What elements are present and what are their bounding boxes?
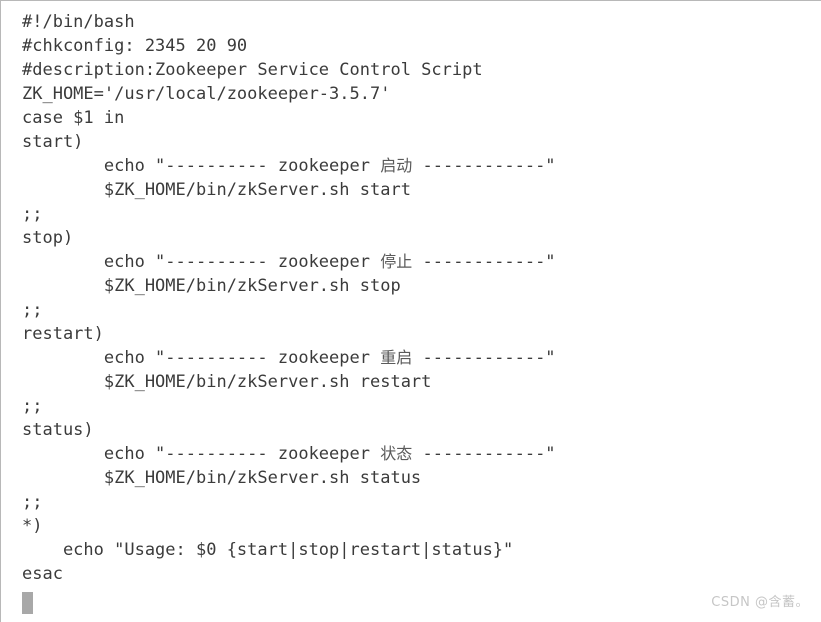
code-cjk-token: 停止 <box>380 252 413 271</box>
code-line: #description:Zookeeper Service Control S… <box>22 58 556 82</box>
code-line: ZK_HOME='/usr/local/zookeeper-3.5.7' <box>22 82 556 106</box>
code-cjk-token: 状态 <box>380 444 413 463</box>
code-line: ;; <box>22 298 556 322</box>
code-token: ;; <box>22 204 43 224</box>
code-token: ------------" <box>412 156 556 176</box>
code-token: echo "---------- zookeeper <box>22 156 381 176</box>
code-line: echo "Usage: $0 {start|stop|restart|stat… <box>22 538 556 562</box>
code-token: echo "---------- zookeeper <box>22 252 381 272</box>
code-token: #!/bin/bash <box>22 12 135 32</box>
code-token: stop) <box>22 228 74 248</box>
code-line: ;; <box>22 202 556 226</box>
code-token: ------------" <box>412 348 556 368</box>
code-token: $ZK_HOME/bin/zkServer.sh stop <box>22 276 401 296</box>
code-line: ;; <box>22 490 556 514</box>
code-cjk-token: 重启 <box>380 348 413 367</box>
code-token: #description:Zookeeper Service Control S… <box>22 60 483 80</box>
bash-script-code[interactable]: #!/bin/bash #chkconfig: 2345 20 90 #descri… <box>22 10 556 586</box>
code-token: $ZK_HOME/bin/zkServer.sh start <box>22 180 411 200</box>
code-token: #chkconfig: 2345 20 90 <box>22 36 248 56</box>
code-token: $ZK_HOME/bin/zkServer.sh status <box>22 468 422 488</box>
code-line: #!/bin/bash <box>22 10 556 34</box>
code-line: $ZK_HOME/bin/zkServer.sh start <box>22 178 556 202</box>
code-line: stop) <box>22 226 556 250</box>
code-line: echo "---------- zookeeper 状态 ----------… <box>22 442 556 466</box>
code-line: restart) <box>22 322 556 346</box>
code-token: ZK_HOME='/usr/local/zookeeper-3.5.7' <box>22 84 391 104</box>
code-line: status) <box>22 418 556 442</box>
code-token: ;; <box>22 492 43 512</box>
code-token: status) <box>22 420 94 440</box>
code-line: echo "---------- zookeeper 启动 ----------… <box>22 154 556 178</box>
code-token: echo "---------- zookeeper <box>22 348 381 368</box>
code-token: ;; <box>22 396 43 416</box>
code-token: case $1 in <box>22 108 125 128</box>
code-token: $ZK_HOME/bin/zkServer.sh restart <box>22 372 432 392</box>
code-token: esac <box>22 564 63 584</box>
code-token: restart) <box>22 324 104 344</box>
code-line: $ZK_HOME/bin/zkServer.sh restart <box>22 370 556 394</box>
csdn-watermark: CSDN @含蓄。 <box>711 595 809 610</box>
code-token: *) <box>22 516 43 536</box>
code-line: echo "---------- zookeeper 重启 ----------… <box>22 346 556 370</box>
code-token: echo "---------- zookeeper <box>22 444 381 464</box>
code-cjk-token: 启动 <box>380 156 413 175</box>
code-token: ------------" <box>412 252 556 272</box>
code-line: $ZK_HOME/bin/zkServer.sh stop <box>22 274 556 298</box>
text-cursor <box>22 592 33 614</box>
code-line: esac <box>22 562 556 586</box>
code-line: case $1 in <box>22 106 556 130</box>
code-line: $ZK_HOME/bin/zkServer.sh status <box>22 466 556 490</box>
code-token: ;; <box>22 300 43 320</box>
code-line: echo "---------- zookeeper 停止 ----------… <box>22 250 556 274</box>
code-token: start) <box>22 132 84 152</box>
code-line: start) <box>22 130 556 154</box>
code-line: *) <box>22 514 556 538</box>
code-token: echo "Usage: $0 {start|stop|restart|stat… <box>22 540 514 560</box>
code-line: #chkconfig: 2345 20 90 <box>22 34 556 58</box>
code-token: ------------" <box>412 444 556 464</box>
code-line: ;; <box>22 394 556 418</box>
